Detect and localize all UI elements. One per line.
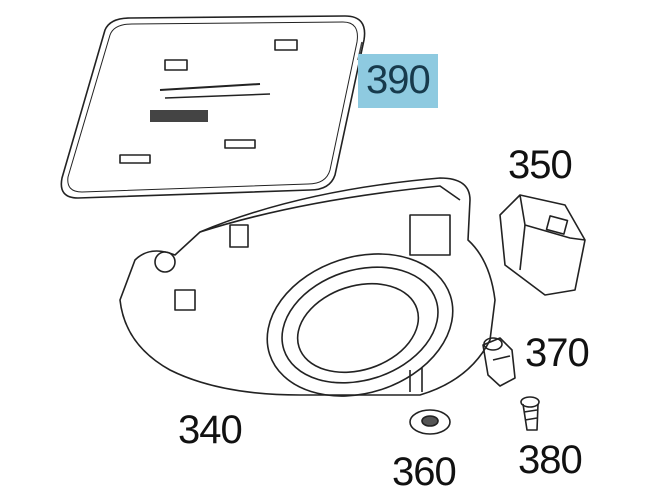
part-label-360[interactable]: 360: [392, 450, 457, 494]
mirror-housing-part[interactable]: [119, 177, 496, 419]
mirror-glass-part[interactable]: [60, 15, 366, 199]
washer-part[interactable]: [409, 409, 451, 435]
motor-part[interactable]: [499, 194, 586, 296]
connector-part[interactable]: [482, 337, 516, 387]
part-label-350[interactable]: 350: [508, 143, 573, 187]
part-label-340[interactable]: 340: [178, 408, 243, 452]
part-label-390[interactable]: 390: [358, 54, 438, 108]
screw-part[interactable]: [520, 396, 540, 431]
part-label-370[interactable]: 370: [525, 331, 590, 375]
part-label-380[interactable]: 380: [518, 438, 583, 482]
